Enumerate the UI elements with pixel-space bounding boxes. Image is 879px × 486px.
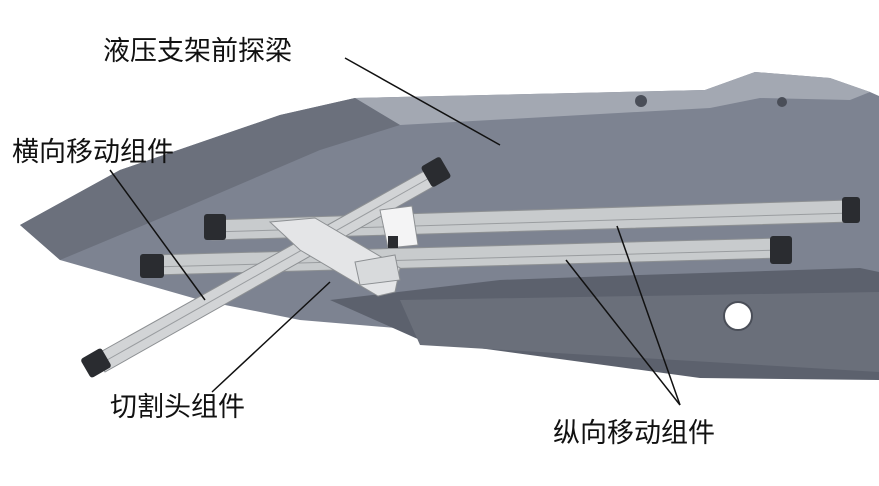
label-transverse-assembly: 横向移动组件 — [12, 137, 174, 168]
beam-hole-2 — [777, 97, 787, 107]
leader-cutting-head — [211, 281, 331, 393]
leader-lines — [109, 57, 681, 406]
label-cutting-head-assembly: 切割头组件 — [110, 392, 245, 423]
beam-lower-block — [400, 292, 879, 372]
label-longitudinal-assembly: 纵向移动组件 — [553, 418, 715, 449]
leader-transverse — [109, 169, 206, 301]
beam-hole-1 — [635, 95, 647, 107]
beam-upper-ridge — [355, 72, 870, 125]
leader-beam — [344, 57, 501, 146]
beam-hole-large — [723, 301, 753, 331]
leader-longitudinal-2 — [565, 259, 681, 406]
label-front-beam: 液压支架前探梁 — [103, 36, 292, 67]
beam-front-face — [20, 98, 400, 260]
cutting-head-assembly — [268, 205, 419, 297]
leader-longitudinal-1 — [616, 225, 681, 406]
